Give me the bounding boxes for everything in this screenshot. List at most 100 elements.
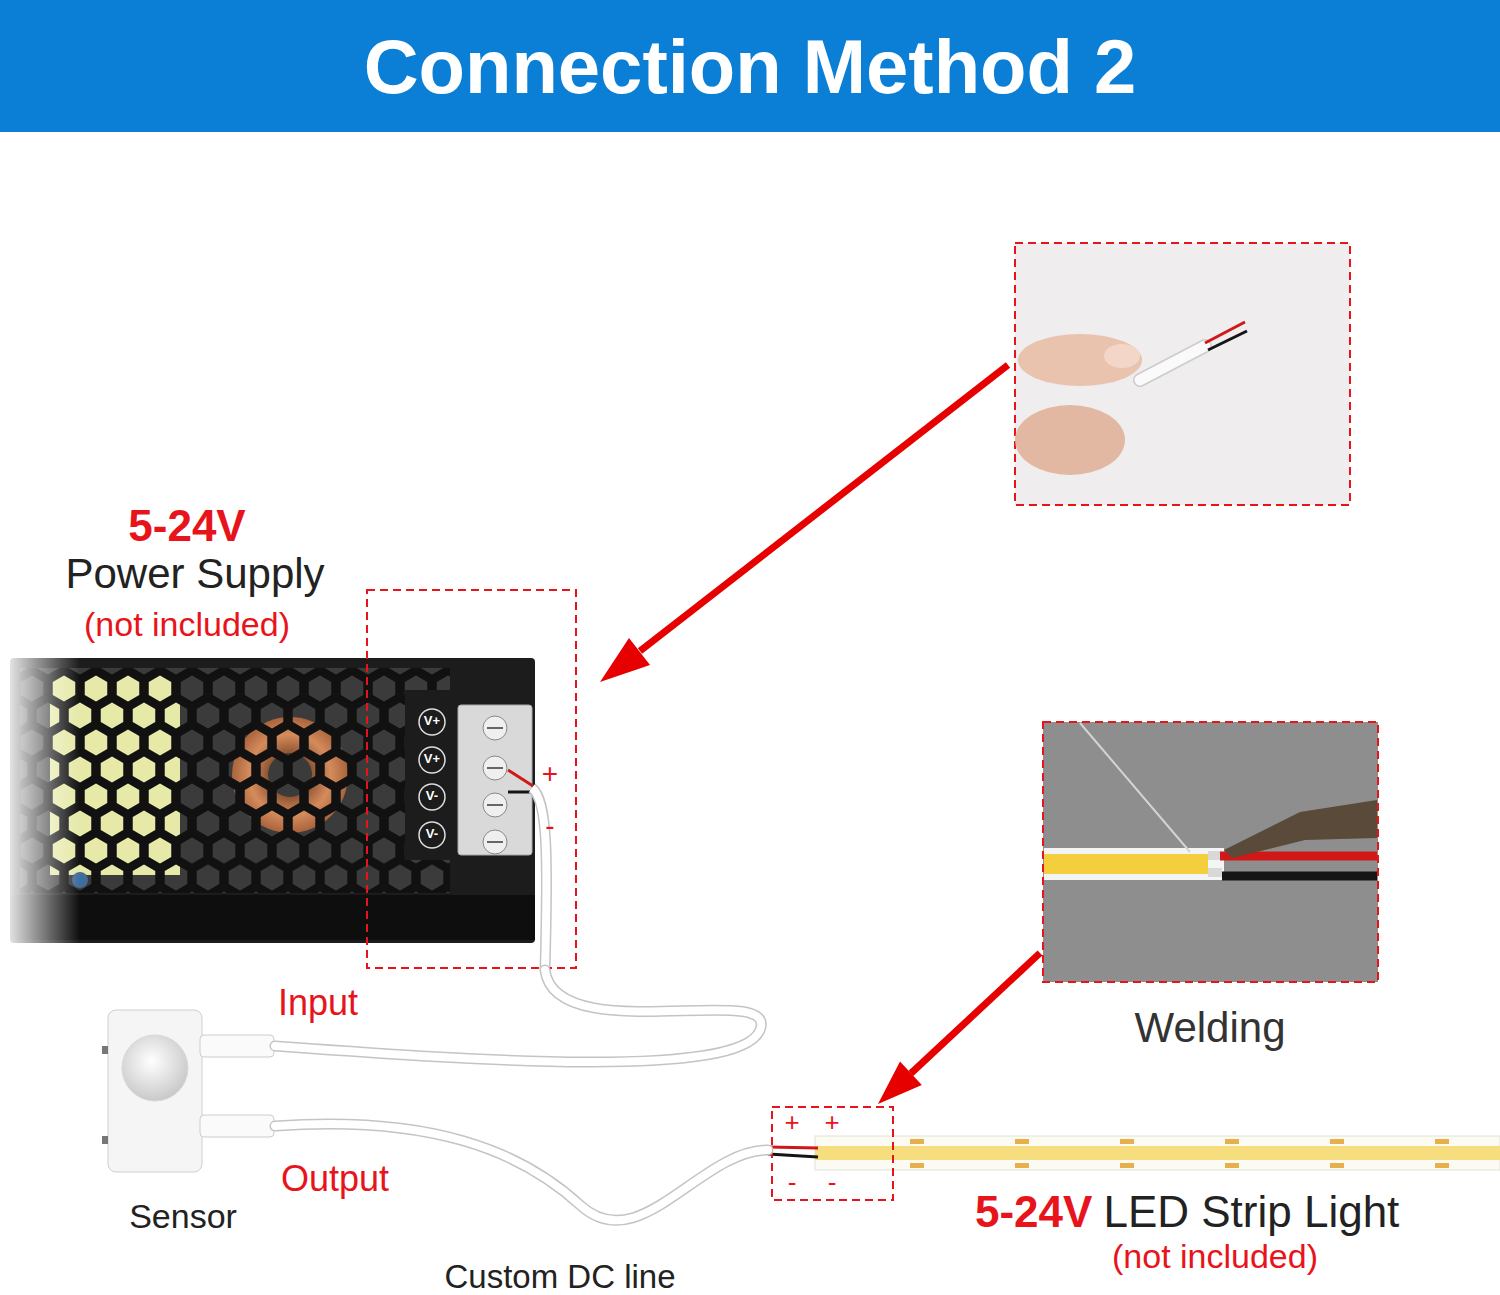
drawing-part [1435,1139,1449,1144]
strip-cob-band [815,1146,1500,1160]
drawing-part [1015,1163,1029,1168]
title-band: Connection Method 2 [0,0,1500,132]
solder-wire [1080,723,1190,852]
highlight-box [367,590,576,968]
black-wire [1222,872,1377,881]
drawing-part [910,1163,924,1168]
terminal-symbol [419,784,445,810]
port-name: Output [281,1158,389,1199]
wire-photo [1015,243,1350,505]
strip-pads [910,1139,1449,1168]
polarity-sign: - [828,1168,837,1198]
psu-body [10,658,535,943]
led-strip-drawing [768,1107,1500,1200]
drawing-part [1120,1139,1134,1144]
terminal-symbol [419,709,445,735]
fade [0,640,80,960]
polarity-sign: + [784,1108,799,1138]
black-wire [1208,331,1247,350]
photo-frame [1015,243,1350,505]
photo-caption: Welding [1135,1004,1286,1052]
drawing-part [1330,1163,1344,1168]
psu-rail [10,895,535,940]
red-wire [768,1147,818,1148]
note: (not included) [1112,1237,1318,1276]
screw-slot [487,728,503,842]
cable-name: Custom DC line [444,1258,675,1295]
node-box: Sensor [95,1005,275,1240]
drawing-part [1330,1139,1344,1144]
text-row: 5-24VLED Strip Light [975,1187,1399,1238]
arrow-head [600,638,650,682]
polarity-sign: - [545,810,554,842]
sensor-clip [102,1136,108,1144]
terminal-symbol [419,747,445,773]
pointer-arrow [600,365,1008,682]
sensor-body [108,1010,202,1172]
cable [532,788,547,970]
cable [275,970,761,1062]
red-wire [508,770,533,786]
arrow-head [878,1062,922,1104]
node-box: 5-24VPower Supply(not included) [0,495,580,970]
cable-outline [275,970,761,1062]
cable-outline [1140,346,1205,380]
output-plug [200,1115,274,1137]
device-name: Sensor [129,1197,237,1236]
dc-cable [275,970,761,1062]
terminal-name: V- [426,827,438,842]
cable [1140,346,1205,380]
black-wire [768,1154,818,1157]
node-box: 5-24VLED Strip Light(not included) [768,1104,1500,1282]
dc-cable [275,1124,768,1220]
terminal-name: V+ [424,714,440,729]
strip-base [815,1136,1500,1170]
node-box: Welding [1040,718,1382,1063]
voltage-heading: 5-24V [975,1187,1092,1238]
terminal-name: V- [426,789,438,804]
drawing-part [1015,1139,1029,1144]
highlight-box [772,1107,893,1200]
polarity-sign: - [788,1168,797,1198]
device-name: LED Strip Light [1103,1187,1399,1238]
terminal-symbol [419,822,445,848]
power-supply-drawing [0,590,576,970]
honeycomb-grille [20,668,450,893]
drawing-part [1120,1163,1134,1168]
thumb [1018,334,1142,386]
sensor-lens [122,1035,188,1101]
polarity-sign: + [824,1108,839,1138]
port-name: Input [278,982,358,1023]
pointer-arrow [878,953,1040,1104]
terminal-label-plate [405,690,455,860]
solder-pad [1208,868,1222,877]
solder-pad [1208,851,1222,860]
terminal-block [458,705,532,855]
arrow-line [911,953,1040,1073]
voltage-heading: 5-24V [128,501,245,552]
cable [275,1124,768,1220]
sensor-drawing [102,1010,274,1172]
drawing-part [910,1139,924,1144]
psu-inside [20,668,450,893]
red-wire [1205,322,1245,343]
finger [1015,405,1125,475]
strip-band [1044,854,1208,874]
cable-outline [275,1124,768,1220]
device-name: Power Supply [65,550,324,598]
cable-outline [532,788,547,970]
arrow-line [640,365,1008,651]
nail [1104,344,1140,368]
input-plug [200,1035,274,1057]
drawing-part [1225,1139,1239,1144]
photo-frame [1043,722,1378,982]
terminal-name: V+ [424,752,440,767]
strip-piece [1044,848,1224,880]
soldering-iron [1224,800,1377,858]
drawing-part [1435,1163,1449,1168]
polarity-sign: + [542,758,558,790]
title-text: Connection Method 2 [364,23,1137,110]
sensor-clip [102,1046,108,1054]
